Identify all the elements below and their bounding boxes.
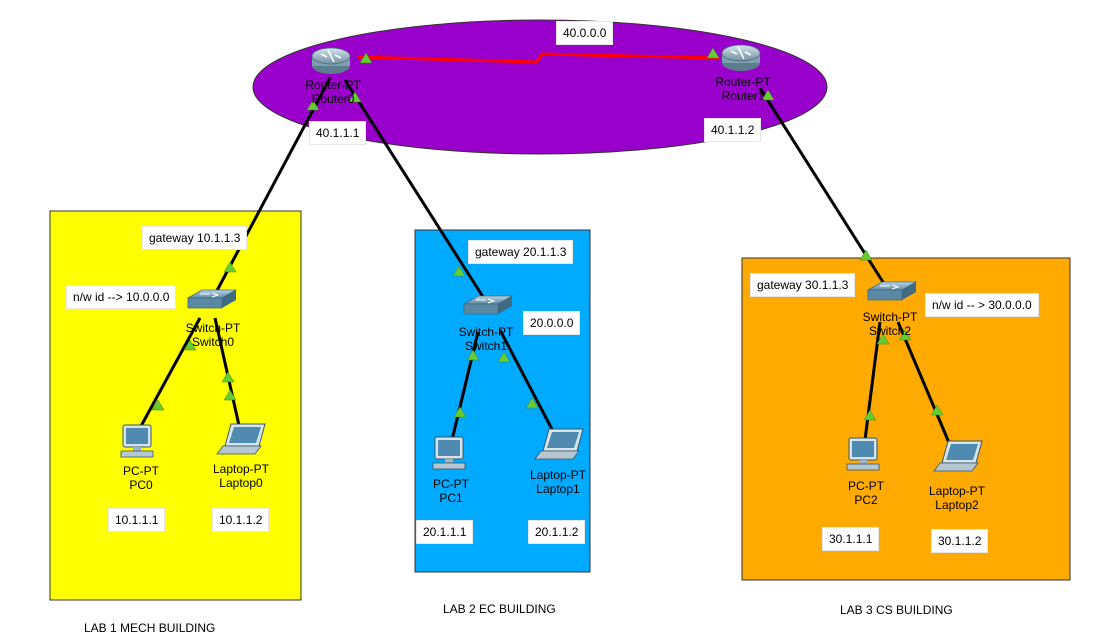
- pc1-name: PC1: [439, 491, 463, 505]
- wan-network-label: 40.0.0.0: [556, 21, 614, 45]
- router0-ip: 40.1.1.1: [309, 121, 367, 145]
- link-up-indicator: [348, 91, 362, 103]
- link-up-indicator: [761, 89, 775, 101]
- laptop2-label: Laptop-PT Laptop2: [929, 484, 985, 512]
- lab2-area: [414, 229, 591, 573]
- router0-icon[interactable]: [311, 47, 351, 74]
- link-up-indicator: [151, 399, 165, 411]
- switch2-name: Switch2: [868, 324, 912, 338]
- link-up-indicator: [359, 52, 373, 64]
- switch2-icon[interactable]: [866, 281, 918, 301]
- serial-link[interactable]: [357, 52, 721, 64]
- router1-type: Router-PT: [715, 75, 771, 89]
- pc2-type: PC-PT: [848, 479, 884, 493]
- laptop0-name: Laptop0: [219, 476, 263, 490]
- link-up-indicator: [223, 261, 237, 273]
- router1-ip: 40.1.1.2: [704, 118, 762, 142]
- wan-ellipse: [252, 19, 828, 155]
- laptop1-ip: 20.1.1.2: [528, 520, 586, 544]
- laptop2-name: Laptop2: [935, 498, 979, 512]
- link-up-indicator: [706, 47, 720, 59]
- lab1-gateway: gateway 10.1.1.3: [142, 226, 248, 250]
- lab2-building-label: LAB 2 EC BUILDING: [443, 602, 556, 616]
- switch2-type: Switch-PT: [862, 310, 918, 324]
- lab2-gateway: gateway 20.1.1.3: [468, 240, 574, 264]
- link-up-indicator: [183, 339, 197, 351]
- link-up-indicator: [898, 329, 912, 341]
- link-up-indicator: [452, 265, 466, 277]
- link-up-indicator: [863, 409, 877, 421]
- router0-type: Router-PT: [305, 78, 361, 92]
- link-switch2-pc2[interactable]: [863, 321, 882, 441]
- pc0-label: PC-PT PC0: [123, 464, 159, 492]
- pc0-name: PC0: [129, 478, 153, 492]
- laptop1-type: Laptop-PT: [529, 468, 587, 482]
- pc1-icon[interactable]: [432, 436, 466, 470]
- pc0-type: PC-PT: [123, 464, 159, 478]
- link-up-indicator: [221, 371, 235, 383]
- router0-name: Router0: [311, 92, 355, 106]
- link-up-indicator: [525, 397, 539, 409]
- switch1-icon[interactable]: [462, 295, 514, 315]
- pc0-ip: 10.1.1.1: [108, 508, 166, 532]
- lab2-netid: 20.0.0.0: [523, 311, 581, 335]
- laptop0-ip: 10.1.1.2: [212, 508, 270, 532]
- router0-label: Router-PT Router0: [305, 78, 360, 106]
- router1-label: Router-PT Router1: [715, 75, 770, 103]
- link-up-indicator: [876, 333, 890, 345]
- switch2-label: Switch-PT Switch2: [863, 310, 918, 338]
- link-up-indicator: [453, 406, 467, 418]
- laptop1-icon[interactable]: [534, 428, 584, 460]
- link-up-indicator: [223, 389, 237, 401]
- laptop0-label: Laptop-PT Laptop0: [213, 462, 269, 490]
- lab1-building-label: LAB 1 MECH BUILDING: [84, 621, 216, 635]
- laptop1-name: Laptop1: [536, 482, 580, 496]
- switch0-icon[interactable]: [186, 289, 238, 309]
- laptop2-icon[interactable]: [933, 440, 983, 472]
- pc0-icon[interactable]: [120, 424, 154, 458]
- laptop1-label: Laptop-PT Laptop1: [530, 468, 586, 496]
- pc1-type: PC-PT: [433, 477, 469, 491]
- pc2-name: PC2: [854, 493, 878, 507]
- router1-name: Router1: [721, 89, 765, 103]
- switch1-type: Switch-PT: [458, 325, 514, 339]
- switch1-label: Switch-PT Switch1: [459, 325, 514, 353]
- laptop0-type: Laptop-PT: [212, 462, 270, 476]
- laptop2-ip: 30.1.1.2: [931, 529, 989, 553]
- pc2-icon[interactable]: [846, 437, 880, 471]
- switch0-label: Switch-PT Switch0: [186, 321, 241, 349]
- switch1-name: Switch1: [464, 339, 508, 353]
- lab3-gateway: gateway 30.1.1.3: [750, 273, 856, 297]
- lab3-building-label: LAB 3 CS BUILDING: [840, 603, 953, 617]
- link-up-indicator: [930, 404, 944, 416]
- link-up-indicator: [859, 249, 873, 261]
- pc1-ip: 20.1.1.1: [416, 520, 474, 544]
- lab1-area: [49, 210, 302, 601]
- switch0-type: Switch-PT: [185, 321, 241, 335]
- link-switch0-pc0[interactable]: [138, 317, 202, 429]
- link-switch1-laptop1[interactable]: [498, 329, 557, 436]
- link-router0-switch0[interactable]: [210, 77, 332, 301]
- pc2-ip: 30.1.1.1: [822, 527, 880, 551]
- laptop2-type: Laptop-PT: [928, 484, 986, 498]
- pc1-label: PC-PT PC1: [433, 477, 469, 505]
- laptop0-icon[interactable]: [216, 423, 266, 455]
- link-up-indicator: [497, 351, 511, 363]
- router1-icon[interactable]: [721, 44, 761, 71]
- link-switch1-pc1[interactable]: [450, 331, 480, 441]
- switch0-name: Switch0: [191, 335, 235, 349]
- pc2-label: PC-PT PC2: [848, 479, 884, 507]
- lab3-netid: n/w id -- > 30.0.0.0: [925, 293, 1039, 317]
- link-router0-switch1[interactable]: [343, 79, 487, 301]
- lab1-netid: n/w id --> 10.0.0.0: [66, 285, 177, 309]
- link-switch2-laptop2[interactable]: [896, 321, 952, 446]
- link-up-indicator: [306, 99, 320, 111]
- link-up-indicator: [466, 349, 480, 361]
